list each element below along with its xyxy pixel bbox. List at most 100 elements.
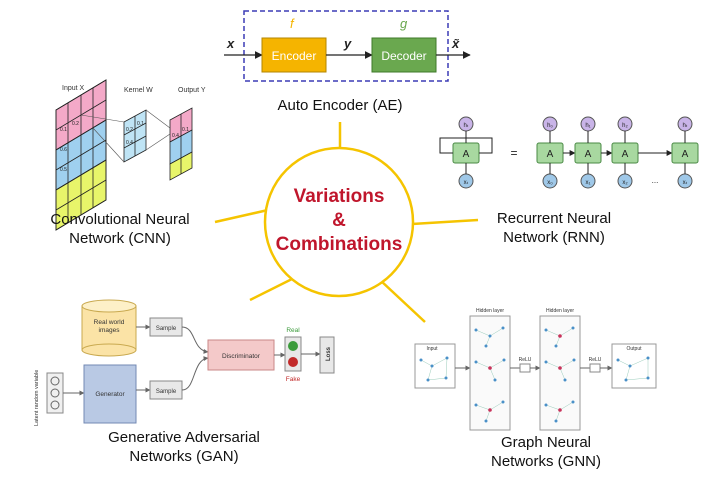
gan-caption: Generative Adversarial Networks (GAN) bbox=[84, 428, 284, 466]
cnn-output-grid bbox=[169, 107, 193, 181]
rnn-equals: = bbox=[510, 146, 517, 160]
gnn-relu-1-label: ReLU bbox=[519, 357, 532, 363]
ae-g: g bbox=[400, 16, 408, 31]
cnn-cell-4: 0.5 bbox=[60, 167, 67, 173]
hub-circle bbox=[263, 146, 415, 298]
gnn-hidden-1 bbox=[469, 315, 511, 431]
gan-loss-box bbox=[319, 336, 335, 374]
gan-discriminator-text: Discriminator bbox=[222, 353, 261, 360]
ae-caption: Auto Encoder (AE) bbox=[277, 97, 403, 114]
rnn-x-folded-label: xₜ bbox=[464, 180, 469, 186]
ae-decoder-text: Decoder bbox=[381, 49, 426, 63]
gnn-diagram: Input Hidden layer ReLU Hidden bbox=[414, 308, 657, 431]
gan-edge-real bbox=[181, 326, 209, 354]
connector-gnn bbox=[379, 279, 426, 323]
rnn-unrolled: A h₀ x₀ A h₁ x₁ A h₂ x bbox=[536, 116, 699, 189]
cnn-kernel-grid bbox=[123, 109, 147, 163]
gnn-input-graph bbox=[420, 357, 448, 381]
gan-fake-text: Fake bbox=[286, 376, 301, 383]
rnn-step-2: A h₂ x₂ bbox=[611, 116, 639, 189]
cnn-output-label: Output Y bbox=[178, 87, 206, 94]
cnn-output-cell-1: 0.4 bbox=[172, 133, 179, 139]
gan-real-images-db: Real world images bbox=[81, 299, 137, 357]
rnn-step-0-x: x₀ bbox=[547, 180, 553, 186]
gnn-input-box bbox=[414, 343, 456, 389]
gnn-output-graph bbox=[617, 357, 649, 381]
rnn-caption-line2: Network (RNN) bbox=[503, 229, 605, 246]
cnn-caption-line1: Convolutional Neural bbox=[50, 211, 190, 228]
gnn-input-label: Input bbox=[426, 346, 438, 352]
rnn-caption: Recurrent Neural Network (RNN) bbox=[476, 209, 632, 247]
gan-real-light bbox=[288, 341, 298, 351]
rnn-dots: ... bbox=[652, 176, 659, 185]
rnn-step-2-x: x₂ bbox=[622, 180, 628, 186]
gan-fake-light bbox=[288, 357, 298, 367]
ae-encoder-box bbox=[261, 37, 327, 73]
connector-cnn bbox=[214, 208, 269, 224]
ae-decoder-box bbox=[371, 37, 437, 73]
gan-generator-text: Generator bbox=[95, 391, 125, 398]
cnn-kernel-label: Kernel W bbox=[124, 87, 153, 94]
rnn-diagram: A hₜ xₜ = A h₀ x₀ A bbox=[439, 116, 699, 189]
gan-real-images-line1: Real world bbox=[94, 319, 125, 326]
ae-input-x: x bbox=[226, 36, 235, 51]
cnn-input-label: Input X bbox=[62, 85, 85, 92]
gan-loss-text: Loss bbox=[326, 346, 332, 361]
gan-latent-vector bbox=[46, 372, 64, 414]
gan-generator-box bbox=[83, 364, 137, 424]
gnn-relu-1 bbox=[519, 363, 531, 373]
gan-caption-line1: Generative Adversarial bbox=[108, 429, 260, 446]
rnn-h-folded-label: hₜ bbox=[463, 123, 468, 129]
rnn-step-t-a: A bbox=[682, 149, 689, 160]
gnn-hidden-1-label: Hidden layer bbox=[476, 308, 504, 314]
rnn-step-t-x: xₜ bbox=[683, 180, 688, 186]
rnn-folded-a: A bbox=[463, 149, 470, 160]
gnn-output-box bbox=[611, 343, 657, 389]
autoencoder-diagram: x y x̃ f g Encoder Decoder bbox=[224, 10, 471, 82]
ae-output-x: x̃ bbox=[451, 36, 460, 51]
cnn-kernel-cell-3: 0.4 bbox=[126, 140, 133, 146]
gan-sample-top-text: Sample bbox=[156, 326, 177, 332]
cnn-cell-3: 0.6 bbox=[60, 147, 67, 153]
cnn-diagram: Input X Kernel W Output Y 0.1 0.2 0.6 0.… bbox=[55, 79, 206, 231]
cnn-projection-lines bbox=[80, 109, 171, 163]
cnn-caption: Convolutional Neural Network (CNN) bbox=[30, 210, 210, 248]
rnn-step-0: A h₀ x₀ bbox=[536, 116, 564, 189]
gnn-relu-2 bbox=[589, 363, 601, 373]
hub-title-line1: Variations bbox=[293, 186, 385, 207]
cnn-cell-2: 0.2 bbox=[72, 121, 79, 127]
gan-real-text: Real bbox=[286, 327, 300, 334]
cnn-cell-1: 0.1 bbox=[60, 127, 67, 133]
gan-diagram: Real world images Sample Latent random v… bbox=[34, 299, 335, 426]
rnn-step-1-a: A bbox=[585, 149, 592, 160]
rnn-step-1-h: h₁ bbox=[585, 123, 590, 129]
rnn-step-1-x: x₁ bbox=[585, 180, 590, 186]
gan-edge-fake bbox=[181, 356, 209, 391]
cnn-output-cell-2: 0.1 bbox=[182, 127, 189, 133]
hub-title-line2: & bbox=[332, 210, 346, 231]
rnn-step-2-a: A bbox=[622, 149, 629, 160]
rnn-step-0-a: A bbox=[547, 149, 554, 160]
gan-sample-bottom-text: Sample bbox=[156, 389, 177, 395]
rnn-step-t: A hₜ xₜ bbox=[671, 116, 699, 189]
rnn-caption-line1: Recurrent Neural bbox=[496, 210, 612, 227]
gnn-hidden-2-label: Hidden layer bbox=[546, 308, 574, 314]
gnn-caption-line1: Graph Neural bbox=[500, 434, 592, 451]
ae-latent-y: y bbox=[343, 36, 352, 51]
gnn-hidden-2 bbox=[539, 315, 581, 431]
gnn-relu-2-label: ReLU bbox=[589, 357, 602, 363]
cnn-input-grid bbox=[55, 79, 107, 231]
ae-dashed-box bbox=[243, 10, 449, 82]
gan-discriminator-box bbox=[207, 339, 275, 371]
connector-rnn bbox=[411, 218, 479, 226]
gan-caption-line2: Networks (GAN) bbox=[129, 448, 239, 465]
hub-title: Variations & Combinations bbox=[264, 185, 414, 257]
rnn-step-0-h: h₀ bbox=[547, 123, 553, 129]
ae-f: f bbox=[290, 16, 295, 31]
rnn-step-2-h: h₂ bbox=[622, 123, 628, 129]
gnn-hidden-1-graphs bbox=[475, 327, 505, 422]
cnn-caption-line2: Network (CNN) bbox=[69, 230, 171, 247]
gan-real-images-line2: images bbox=[99, 327, 121, 334]
gnn-output-label: Output bbox=[626, 346, 642, 352]
cnn-kernel-cell-1: 0.2 bbox=[126, 127, 133, 133]
